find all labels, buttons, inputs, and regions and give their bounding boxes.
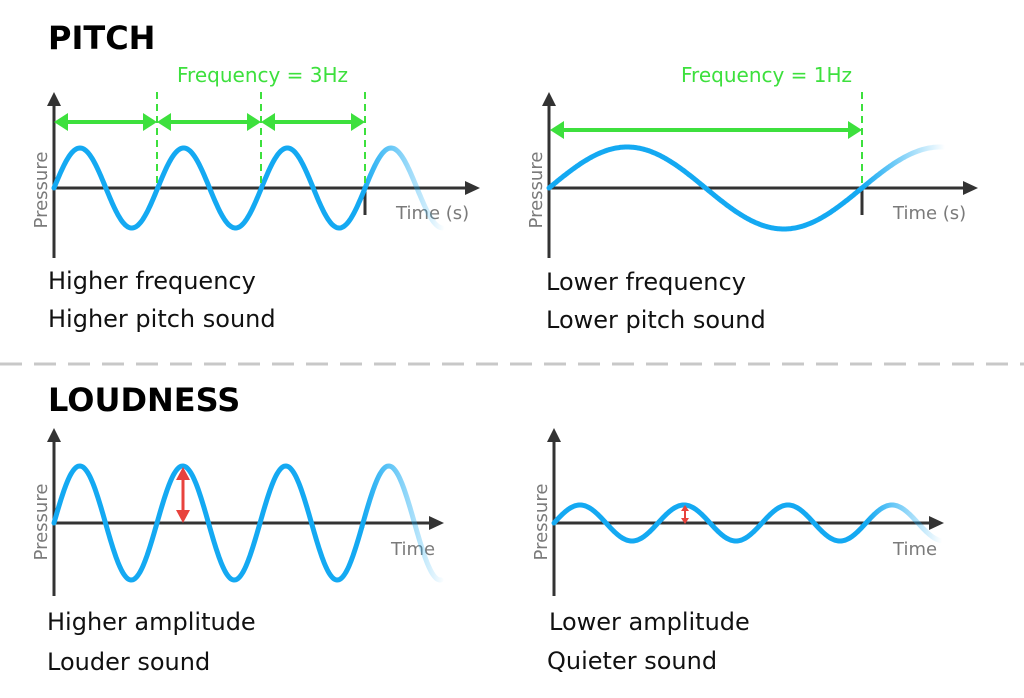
panel-high-frequency: Pressure Time (s) Frequency = 3Hz Higher… — [31, 63, 480, 333]
y-axis-label: Pressure — [531, 484, 552, 561]
caption-line2: Quieter sound — [547, 647, 717, 675]
caption-line1: Lower frequency — [546, 268, 746, 296]
period-arrow — [261, 113, 365, 131]
panel-high-amplitude: Pressure Time Higher amplitude Louder so… — [31, 428, 444, 676]
x-axis-arrow-icon — [929, 516, 944, 530]
wave-low-amplitude — [551, 502, 869, 544]
frequency-label: Frequency = 1Hz — [681, 63, 852, 87]
wave-1hz — [546, 144, 865, 232]
x-axis-arrow-icon — [963, 181, 978, 195]
loudness-title: LOUDNESS — [48, 381, 240, 419]
x-axis-arrow-icon — [465, 181, 480, 195]
y-axis-arrow-icon — [547, 428, 561, 442]
pitch-title: PITCH — [48, 19, 155, 57]
period-arrow — [157, 113, 261, 131]
x-axis-label: Time (s) — [892, 203, 966, 224]
y-axis-label: Pressure — [31, 484, 52, 561]
caption-line2: Higher pitch sound — [48, 305, 276, 333]
wave-high-amplitude — [51, 463, 365, 583]
period-arrow — [54, 113, 157, 131]
x-axis-label: Time — [892, 539, 937, 560]
wave-3hz-fade — [362, 145, 445, 231]
amplitude-arrow — [176, 467, 190, 523]
caption-line2: Louder sound — [47, 648, 210, 676]
y-axis-arrow-icon — [47, 92, 61, 106]
caption-line2: Lower pitch sound — [546, 306, 766, 334]
wave-1hz-fade — [859, 144, 946, 191]
y-axis-label: Pressure — [31, 152, 52, 229]
panel-low-frequency: Pressure Time (s) Frequency = 1Hz Lower … — [526, 63, 978, 334]
caption-line1: Higher frequency — [48, 267, 256, 295]
y-axis-label: Pressure — [526, 152, 547, 229]
wave-high-amplitude-fade — [359, 463, 444, 583]
caption-line1: Lower amplitude — [549, 608, 750, 636]
y-axis-arrow-icon — [47, 428, 61, 442]
x-axis-arrow-icon — [429, 516, 444, 530]
frequency-label: Frequency = 3Hz — [177, 63, 348, 87]
x-axis-label: Time — [390, 539, 435, 560]
y-axis-arrow-icon — [542, 92, 556, 106]
wave-low-amplitude-fade — [863, 502, 944, 544]
period-arrow — [550, 121, 862, 139]
panel-low-amplitude: Pressure Time Lower amplitude Quieter so… — [531, 428, 944, 675]
x-axis-label: Time (s) — [395, 203, 469, 224]
caption-line1: Higher amplitude — [47, 608, 256, 636]
wave-3hz — [51, 145, 368, 231]
amplitude-arrow — [681, 505, 689, 524]
